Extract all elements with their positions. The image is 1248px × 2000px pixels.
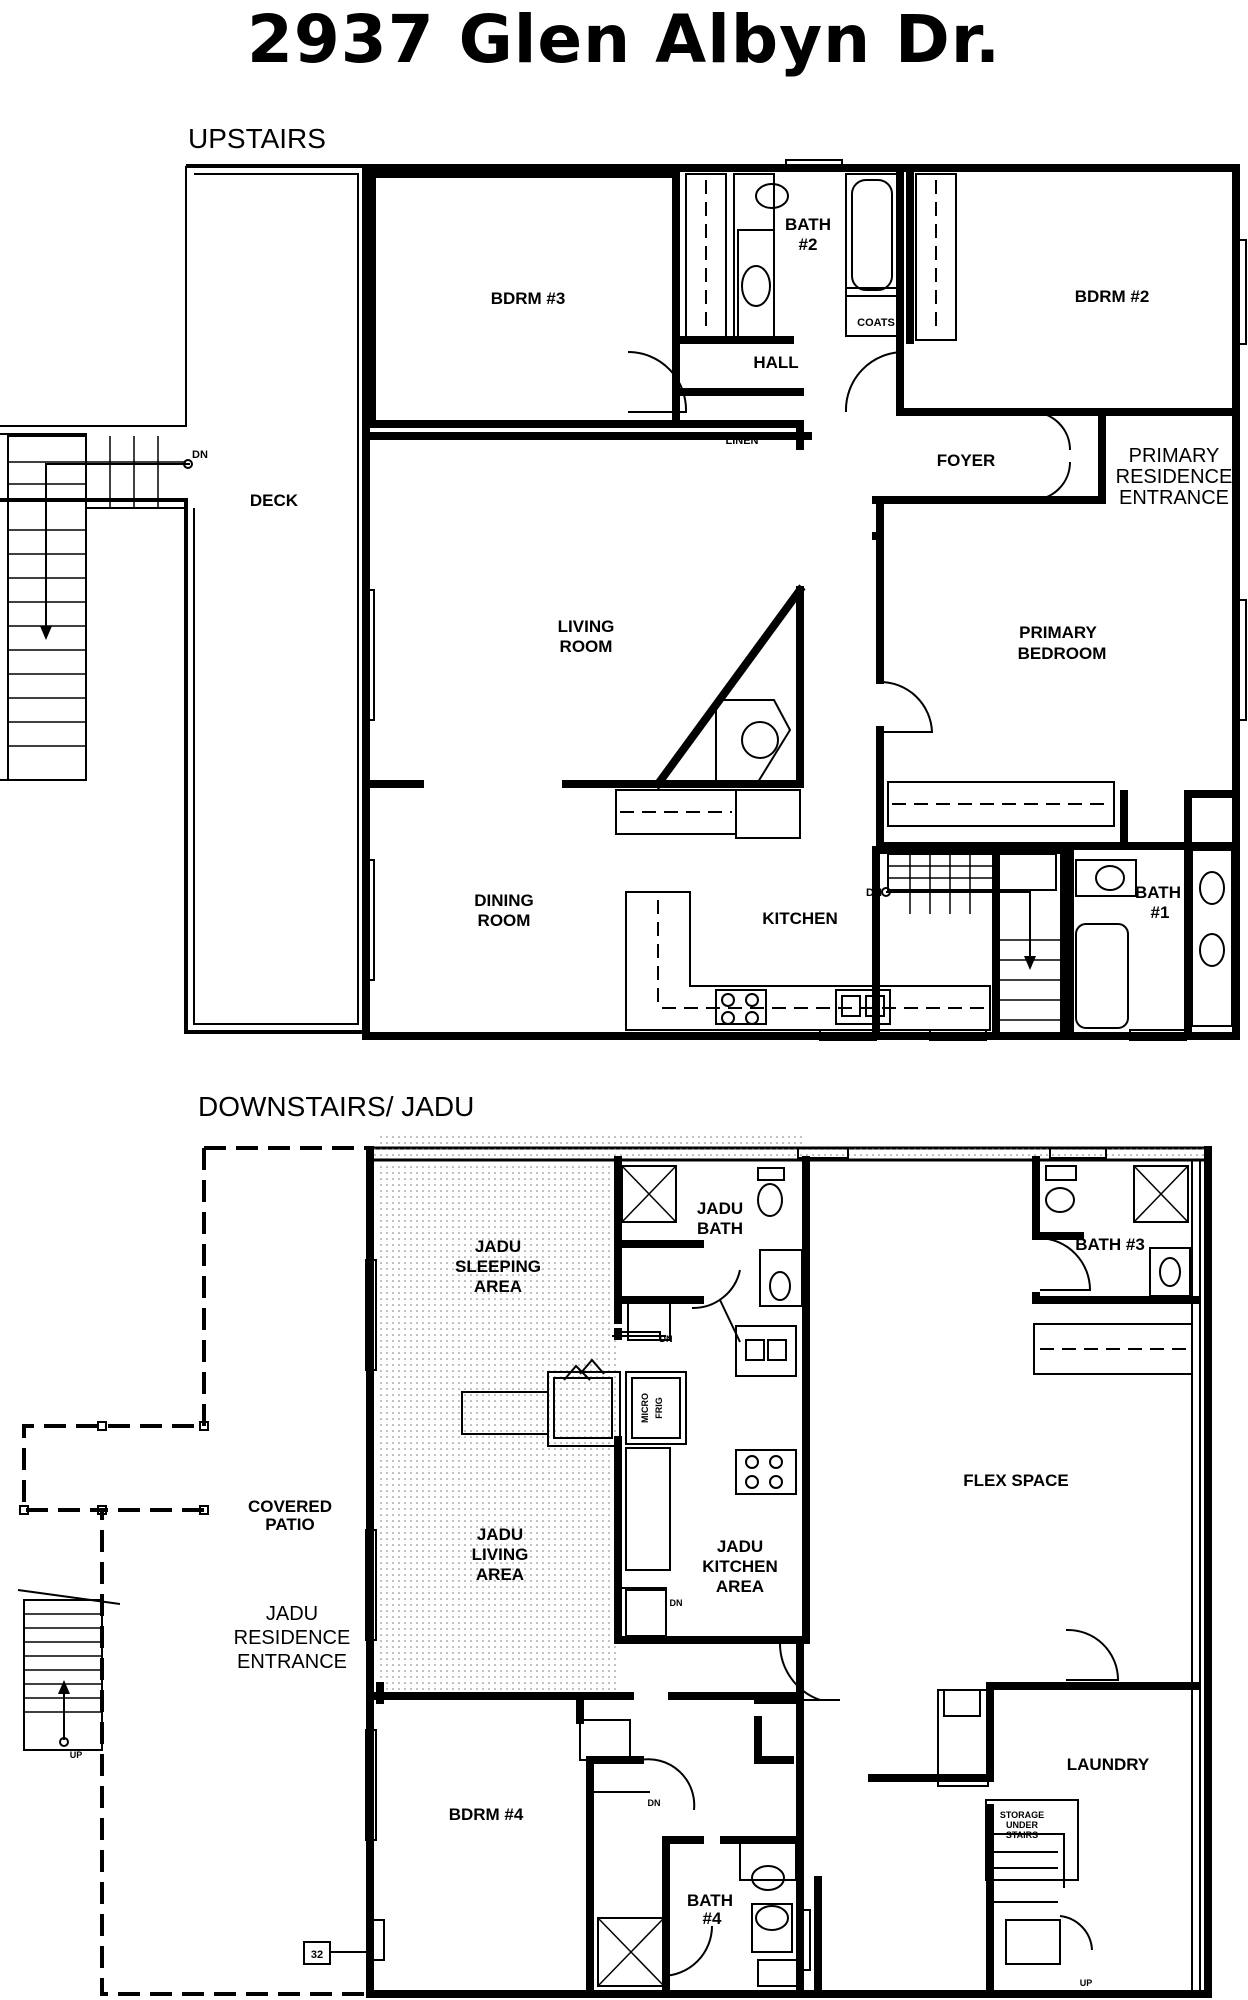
- room-primary-bedroom-line2: BEDROOM: [1018, 644, 1107, 663]
- room-hall: HALL: [753, 353, 798, 372]
- room-bdrm2: BDRM #2: [1075, 287, 1150, 306]
- upstairs-heading: UPSTAIRS: [188, 123, 326, 154]
- room-bdrm4: BDRM #4: [449, 1805, 524, 1824]
- room-bath4-line2: #4: [703, 1909, 722, 1928]
- room-primary-bedroom-line1: PRIMARY: [1019, 623, 1097, 642]
- upstairs-walls: [362, 164, 1240, 1040]
- patio-stairs: UP: [17, 1589, 121, 1760]
- storage-line3: STAIRS: [1006, 1830, 1038, 1840]
- downstairs-dn-label: DN: [648, 1798, 661, 1808]
- upstairs-fixtures: DN: [363, 159, 1247, 1041]
- jadu-dn-label-1: DN: [660, 1334, 673, 1344]
- jadu-entrance-line3: ENTRANCE: [237, 1651, 347, 1673]
- jadu-entrance-line1: JADU: [266, 1603, 318, 1625]
- room-jadu-kitchen-line1: JADU: [717, 1537, 763, 1556]
- covered-patio-line2: PATIO: [265, 1515, 314, 1534]
- room-living-line2: ROOM: [560, 637, 613, 656]
- page-title: 2937 Glen Albyn Dr.: [246, 1, 1002, 78]
- room-jadu-kitchen-line3: AREA: [716, 1577, 764, 1596]
- laundry-up-label: UP: [1080, 1978, 1093, 1988]
- closet-linen: LINEN: [726, 435, 759, 447]
- jadu-floor-hatch: [378, 1162, 618, 1698]
- room-jadu-sleeping-line1: JADU: [475, 1237, 521, 1256]
- storage-line2: UNDER: [1006, 1820, 1039, 1830]
- room-deck: DECK: [250, 491, 299, 510]
- room-jadu-living-line1: JADU: [477, 1525, 523, 1544]
- room-flex-space: FLEX SPACE: [963, 1471, 1068, 1490]
- room-foyer: FOYER: [937, 451, 996, 470]
- room-jadu-bath-line1: JADU: [697, 1199, 743, 1218]
- storage-line1: STORAGE: [1000, 1810, 1044, 1820]
- room-bdrm3: BDRM #3: [491, 289, 566, 308]
- room-bath2-line2: #2: [799, 235, 818, 254]
- room-bath2-line1: BATH: [785, 215, 831, 234]
- downstairs-walls: [366, 1146, 1212, 1998]
- patio-stair-up-label: UP: [70, 1750, 83, 1760]
- room-laundry: LAUNDRY: [1067, 1755, 1150, 1774]
- room-dining-line2: ROOM: [478, 911, 531, 930]
- room-bath3: BATH #3: [1075, 1235, 1145, 1254]
- closet-coats: COATS: [857, 317, 895, 329]
- room-jadu-kitchen-line2: KITCHEN: [702, 1557, 778, 1576]
- room-jadu-bath-line2: BATH: [697, 1219, 743, 1238]
- room-kitchen: KITCHEN: [762, 909, 838, 928]
- appliance-micro: MICRO: [640, 1393, 650, 1423]
- room-living-line1: LIVING: [558, 617, 615, 636]
- downstairs-labels: JADU BATH JADU SLEEPING AREA BATH #3 FLE…: [234, 1199, 1150, 1928]
- room-bath4-line1: BATH: [687, 1891, 733, 1910]
- jadu-entrance-line2: RESIDENCE: [234, 1627, 351, 1649]
- marker-32: 32: [311, 1949, 323, 1961]
- primary-entrance-line3: ENTRANCE: [1119, 487, 1229, 509]
- appliance-frig: FRIG: [654, 1397, 664, 1419]
- jadu-dn-label-2: DN: [670, 1598, 683, 1608]
- room-jadu-living-line3: AREA: [476, 1565, 524, 1584]
- covered-patio-line1: COVERED: [248, 1497, 332, 1516]
- room-bath1-line1: BATH: [1135, 883, 1181, 902]
- upstairs-labels: BDRM #3 BATH #2 BDRM #2 COATS HALL LINEN…: [250, 215, 1232, 930]
- covered-patio: [19, 1146, 370, 1996]
- room-dining-line1: DINING: [474, 891, 534, 910]
- downstairs-fixtures: MICRO FRIG DN DN UP: [303, 1147, 1193, 1988]
- primary-entrance-line1: PRIMARY: [1129, 445, 1220, 467]
- room-jadu-sleeping-line3: AREA: [474, 1277, 522, 1296]
- room-jadu-sleeping-line2: SLEEPING: [455, 1257, 541, 1276]
- deck: [0, 164, 368, 1034]
- upstairs-stair-dn-label: DN: [866, 887, 882, 899]
- room-bath1-line2: #1: [1151, 903, 1170, 922]
- deck-stairs: DN: [7, 435, 208, 781]
- primary-entrance-line2: RESIDENCE: [1116, 466, 1233, 488]
- jadu-top-hatch: [376, 1134, 802, 1148]
- deck-stair-dn-label: DN: [192, 449, 208, 461]
- downstairs-heading: DOWNSTAIRS/ JADU: [198, 1091, 474, 1122]
- room-jadu-living-line2: LIVING: [472, 1545, 529, 1564]
